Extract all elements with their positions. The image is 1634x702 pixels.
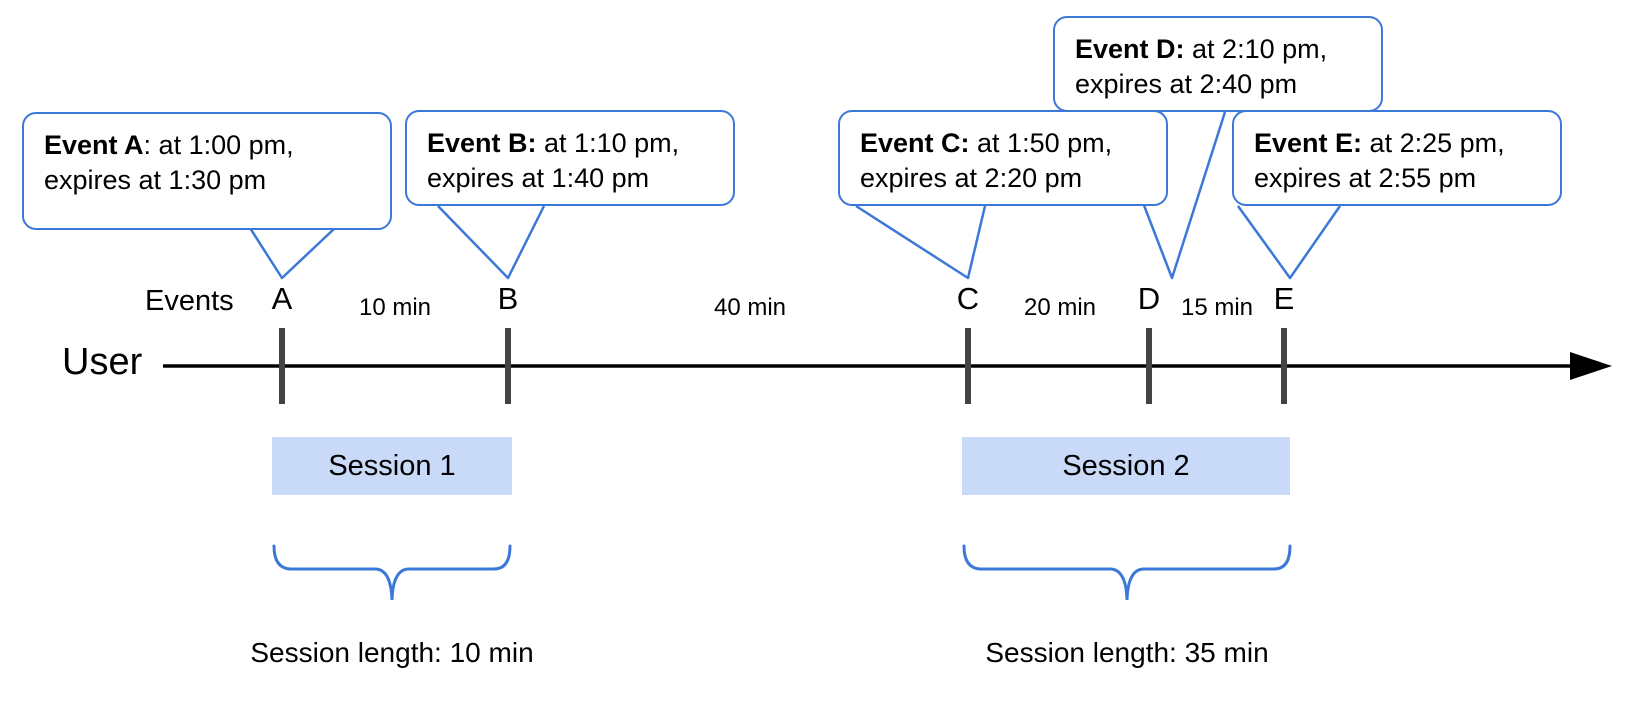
callout-a-rest: at 1:00 pm, <box>151 130 294 160</box>
callout-e-line1: Event E: at 2:25 pm, <box>1254 126 1542 161</box>
callout-tail-c <box>855 204 987 280</box>
callout-e-rest: at 2:25 pm, <box>1362 128 1505 158</box>
session-1-brace <box>272 544 512 601</box>
callout-tail-a <box>248 227 336 280</box>
tick-label-e: E <box>1273 281 1295 316</box>
callout-a-label: Event A <box>44 130 144 160</box>
callout-event-e[interactable]: Event E: at 2:25 pm, expires at 2:55 pm <box>1232 110 1562 206</box>
axis-row-label-user: User <box>62 341 143 383</box>
session-box-2[interactable]: Session 2 <box>962 437 1290 495</box>
interval-label-d-e: 15 min <box>1180 294 1254 321</box>
axis-events-label: Events <box>145 285 234 317</box>
callout-e-line2: expires at 2:55 pm <box>1254 163 1477 194</box>
callout-event-d[interactable]: Event D: at 2:10 pm, expires at 2:40 pm <box>1053 16 1383 112</box>
callout-b-rest: at 1:10 pm, <box>536 128 680 158</box>
callout-b-line2: expires at 1:40 pm <box>427 163 650 194</box>
interval-label-b-c: 40 min <box>713 294 787 321</box>
callout-event-c[interactable]: Event C: at 1:50 pm, expires at 2:20 pm <box>838 110 1168 206</box>
session-2-length-caption: Session length: 35 min <box>985 637 1269 668</box>
callout-event-b[interactable]: Event B: at 1:10 pm, expires at 1:40 pm <box>405 110 735 206</box>
callout-tail-e <box>1236 205 1342 280</box>
callout-event-a[interactable]: Event A: at 1:00 pm, expires at 1:30 pm <box>22 112 392 230</box>
tick-label-a: A <box>271 281 293 316</box>
callout-e-label: Event E: <box>1254 128 1363 158</box>
callout-a-line1: Event A: at 1:00 pm, <box>44 128 372 163</box>
tick-label-c: C <box>956 281 980 316</box>
session-box-1[interactable]: Session 1 <box>272 437 512 495</box>
callout-c-label: Event C: <box>860 128 970 158</box>
callout-c-line1: Event C: at 1:50 pm, <box>860 126 1148 161</box>
session-2-brace <box>962 544 1292 601</box>
session-box-1-label: Session 1 <box>328 449 456 482</box>
callout-b-line1: Event B: at 1:10 pm, <box>427 126 715 161</box>
callout-a-sep: : <box>143 130 152 160</box>
timeline-arrow-head <box>1570 352 1612 380</box>
callout-d-line2: expires at 2:40 pm <box>1075 69 1298 100</box>
interval-label-c-d: 20 min <box>1023 294 1097 321</box>
session-1-length-caption: Session length: 10 min <box>250 637 534 668</box>
callout-tail-b <box>437 205 546 280</box>
callout-d-label: Event D: <box>1075 34 1185 64</box>
session-box-2-label: Session 2 <box>1062 449 1190 482</box>
callout-d-line1: Event D: at 2:10 pm, <box>1075 32 1363 67</box>
interval-label-a-b: 10 min <box>358 294 432 321</box>
tick-label-d: D <box>1137 281 1161 316</box>
callout-c-line2: expires at 2:20 pm <box>860 163 1083 194</box>
tick-label-b: B <box>497 281 519 316</box>
callout-b-label: Event B: <box>427 128 537 158</box>
callout-c-rest: at 1:50 pm, <box>969 128 1113 158</box>
callout-d-rest: at 2:10 pm, <box>1184 34 1328 64</box>
callout-a-line2: expires at 1:30 pm <box>44 165 267 196</box>
